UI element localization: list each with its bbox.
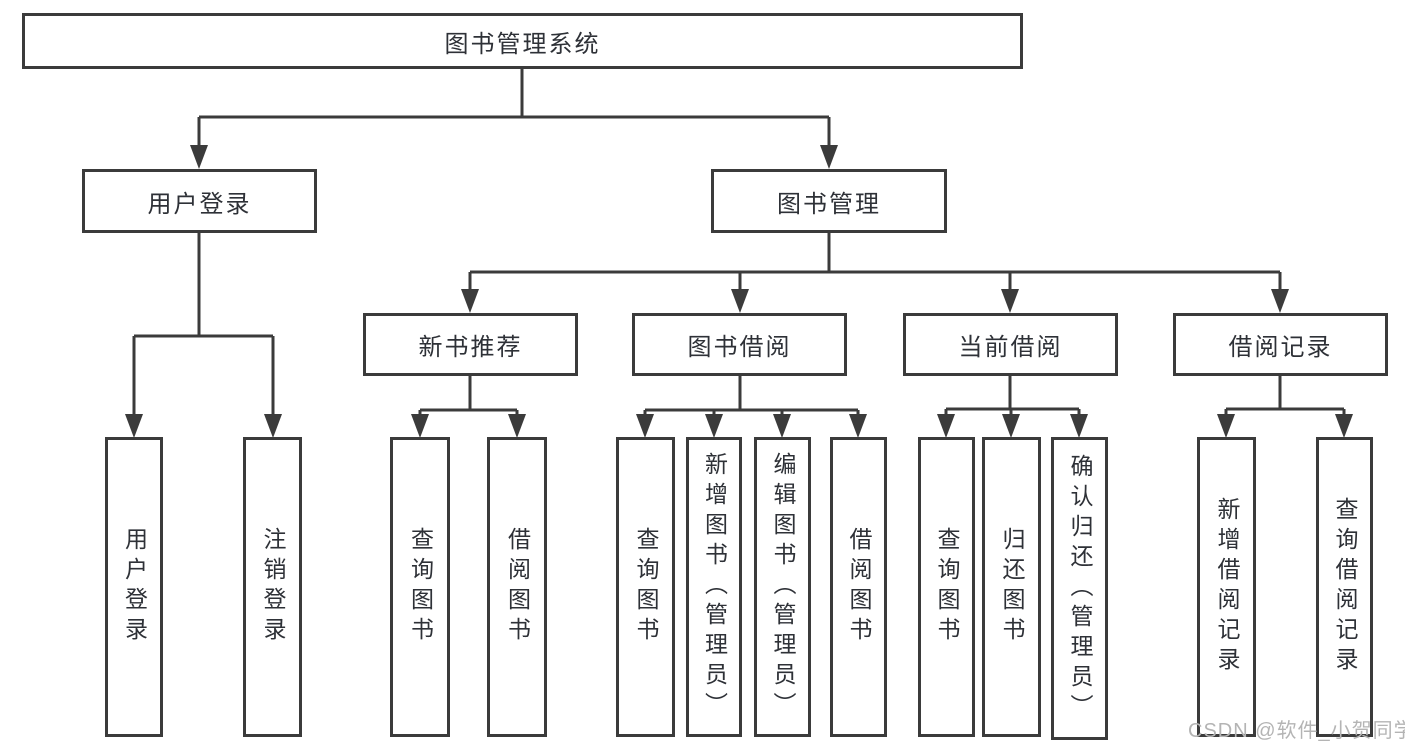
leaf-borrow-edit-books-admin: 编辑图书（管理员）: [754, 437, 811, 737]
leaf-records-query-borrow-record: 查询借阅记录: [1316, 437, 1373, 737]
leaf-user-login: 用户登录: [105, 437, 163, 737]
leaf-newbook-query-books: 查询图书: [390, 437, 450, 737]
node-book-management: 图书管理: [711, 169, 947, 233]
leaf-records-add-borrow-record: 新增借阅记录: [1197, 437, 1256, 737]
leaf-newbook-borrow-books: 借阅图书: [487, 437, 547, 737]
node-book-borrow: 图书借阅: [632, 313, 847, 376]
leaf-borrow-borrow-books: 借阅图书: [830, 437, 887, 737]
leaf-current-return-books: 归还图书: [982, 437, 1041, 737]
node-new-book-recommend: 新书推荐: [363, 313, 578, 376]
node-user-login: 用户登录: [82, 169, 317, 233]
node-borrow-records: 借阅记录: [1173, 313, 1388, 376]
csdn-watermark: CSDN @软件_小贺同学: [1188, 720, 1405, 742]
leaf-logout: 注销登录: [243, 437, 302, 737]
leaf-borrow-add-books-admin: 新增图书（管理员）: [686, 437, 742, 737]
leaf-current-confirm-return-admin: 确认归还（管理员）: [1051, 437, 1108, 740]
node-current-borrow: 当前借阅: [903, 313, 1118, 376]
node-library-management-system: 图书管理系统: [22, 13, 1023, 69]
leaf-borrow-query-books: 查询图书: [616, 437, 675, 737]
leaf-current-query-books: 查询图书: [918, 437, 975, 737]
